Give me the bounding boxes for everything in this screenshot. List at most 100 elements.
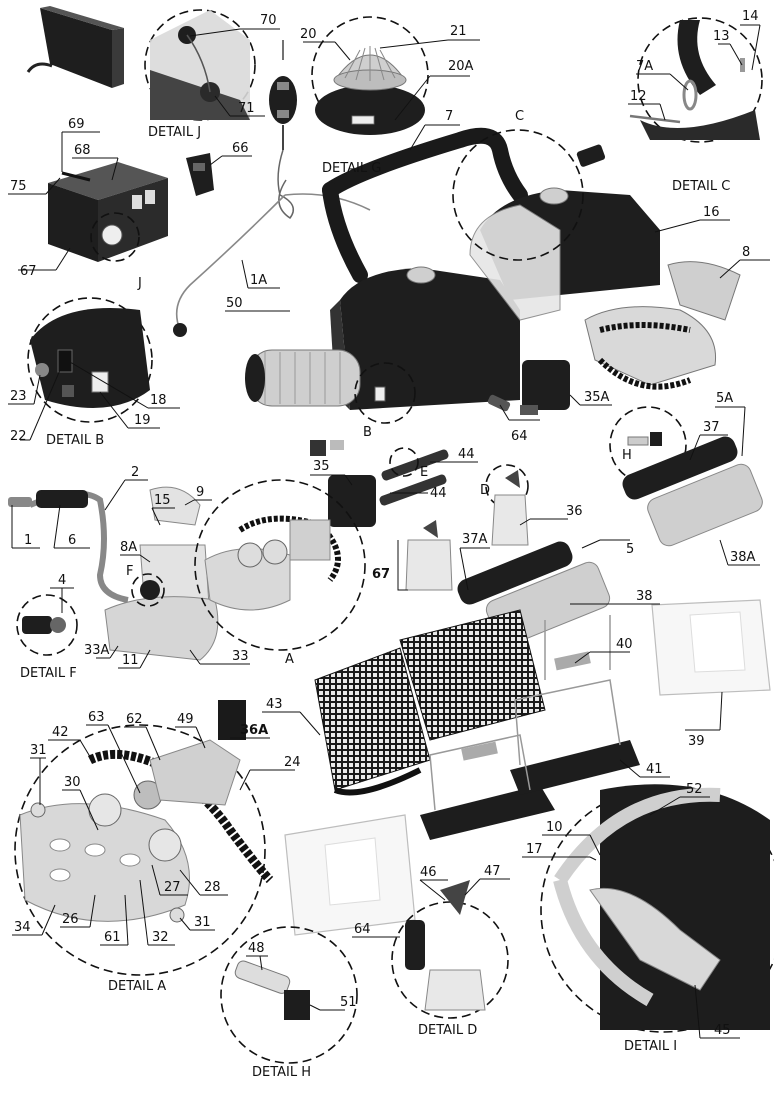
motor-35a [520, 360, 570, 415]
part-label-7a: 7A [636, 59, 653, 74]
detail-h-ring [220, 926, 358, 1064]
part-label-68: 68 [74, 143, 91, 158]
detail-d-group [391, 880, 509, 1019]
caption-detail-h: DETAIL H [252, 1065, 311, 1080]
part-label-31-lower: 31 [194, 915, 211, 930]
caption-detail-f: DETAIL F [20, 666, 77, 681]
part-label-44-lower: 44 [430, 486, 447, 501]
part-label-9: 9 [196, 485, 204, 500]
part-label-26: 26 [62, 912, 79, 927]
detail-b-group [27, 297, 153, 423]
caption-detail-g: DETAIL G [322, 161, 381, 176]
letter-c: C [515, 109, 524, 124]
part-label-70: 70 [260, 13, 277, 28]
detail-f-callout-circle [131, 573, 165, 607]
part-label-36: 36 [566, 504, 583, 519]
part-label-37: 37 [703, 420, 720, 435]
float-and-cable [173, 40, 371, 337]
part-label-11: 11 [122, 653, 139, 668]
part-label-2: 2 [131, 465, 139, 480]
detail-j-group [144, 9, 256, 121]
robot-body-rear [452, 129, 660, 321]
part-label-17: 17 [526, 842, 543, 857]
part-label-8a: 8A [120, 540, 137, 555]
part-label-67: 67 [20, 264, 37, 279]
handle-assembly [322, 127, 606, 283]
part-label-31-upper: 31 [30, 743, 47, 758]
part-label-4: 4 [58, 573, 66, 588]
bin-lower [284, 814, 416, 936]
power-supply-box [48, 162, 168, 262]
part-label-62: 62 [126, 712, 143, 727]
cable-2 [28, 490, 129, 603]
part-label-15: 15 [154, 493, 171, 508]
part-label-49: 49 [177, 712, 194, 727]
part-label-39: 39 [688, 734, 705, 749]
axle-pair-44 [379, 447, 449, 506]
part-label-14: 14 [742, 9, 759, 24]
caption-detail-b: DETAIL B [46, 433, 104, 448]
part-label-18: 18 [150, 393, 167, 408]
part-label-52: 52 [686, 782, 703, 797]
front-brush-roller [245, 349, 361, 407]
letter-e: E [420, 465, 428, 480]
letter-j: J [137, 276, 142, 291]
detail-a-group [14, 700, 274, 976]
bin-39 [651, 599, 771, 696]
part-label-61: 61 [104, 930, 121, 945]
part-label-63: 63 [88, 710, 105, 725]
part-label-71: 71 [238, 101, 255, 116]
detail-c-group [629, 17, 763, 143]
detail-b-callout-circle [354, 362, 416, 424]
detail-c-callout-circle [452, 129, 584, 261]
detail-e-callout-circle [389, 447, 419, 477]
part-label-8: 8 [742, 245, 750, 260]
part-label-23: 23 [10, 389, 27, 404]
detail-j-callout-circle [90, 212, 140, 262]
power-supply-corner-illustration [26, 6, 124, 88]
part-label-50: 50 [226, 296, 243, 311]
robot-body-front [245, 266, 520, 424]
part-label-16: 16 [703, 205, 720, 220]
detail-a-callout [194, 479, 366, 651]
impeller-cage-lower [405, 520, 453, 591]
axle-64-top [487, 394, 511, 412]
filter-basket-43 [314, 609, 546, 796]
caption-detail-d: DETAIL D [418, 1023, 477, 1038]
detail-a-callout-circle [194, 479, 366, 651]
part-label-67-center: 67 [372, 567, 390, 582]
letter-b: B [363, 425, 372, 440]
part-label-51: 51 [340, 995, 357, 1010]
part-label-30: 30 [64, 775, 81, 790]
part-label-38: 38 [636, 589, 653, 604]
caption-detail-i: DETAIL I [624, 1039, 677, 1054]
detail-g-group [311, 16, 429, 135]
part-label-27: 27 [164, 880, 181, 895]
detail-f-group [16, 594, 78, 656]
detail-b-ring [27, 297, 153, 423]
part-label-45: 45 [714, 1023, 731, 1038]
part-label-41: 41 [646, 762, 663, 777]
part-label-43: 43 [266, 697, 283, 712]
part-label-19: 19 [134, 413, 151, 428]
left-side-plate-assembly [104, 486, 219, 661]
part-label-21: 21 [450, 24, 467, 39]
part-label-5a: 5A [716, 391, 733, 406]
part-label-28: 28 [204, 880, 221, 895]
part-label-42: 42 [52, 725, 69, 740]
part-label-69: 69 [68, 117, 85, 132]
letter-d: D [480, 483, 490, 498]
part-label-66: 66 [232, 141, 249, 156]
part-label-44-upper: 44 [458, 447, 475, 462]
part-label-38a: 38A [730, 550, 756, 565]
caption-detail-c: DETAIL C [672, 179, 730, 194]
part-number-labels: 70 20 21 20A 71 14 13 7A 12 69 68 75 67 … [10, 9, 759, 1038]
part-label-6: 6 [68, 533, 76, 548]
roller-37a [457, 541, 573, 605]
part-label-24: 24 [284, 755, 301, 770]
rear-rollers [622, 436, 763, 547]
part-label-64-detail-d: 64 [354, 922, 371, 937]
letter-f: F [126, 564, 133, 579]
handheld-remote [186, 153, 214, 196]
letter-a: A [285, 652, 294, 667]
